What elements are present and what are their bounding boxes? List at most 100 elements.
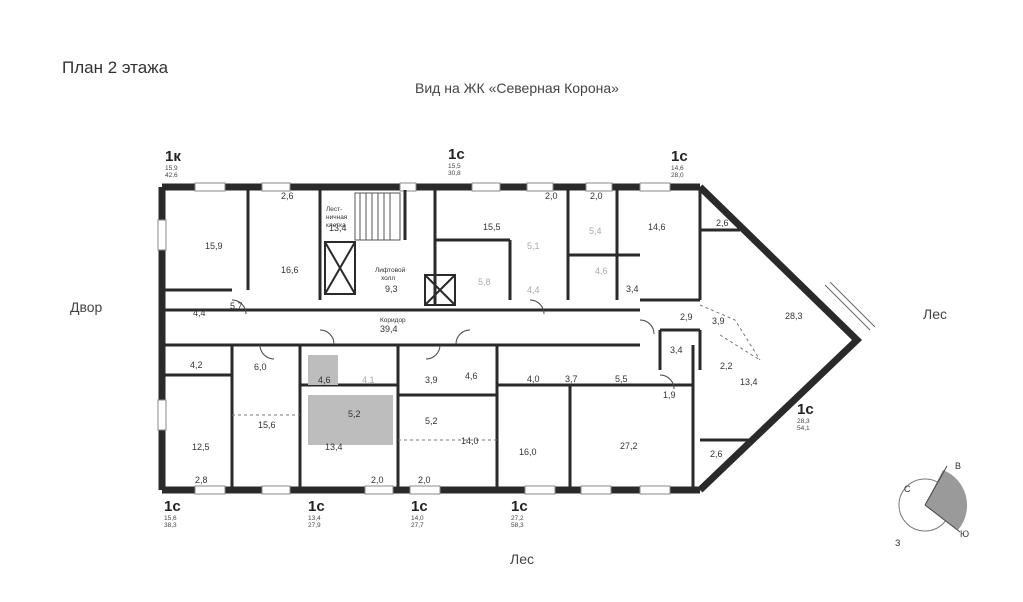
direction-label-left: Двор [70,299,103,315]
room-area: 2,8 [195,475,208,485]
room-area: 3,4 [670,345,683,355]
unit-type: 1с [797,401,814,418]
unit-label[interactable]: 1с 15,6 38,3 [164,499,181,529]
room-area: 2,9 [680,312,693,322]
unit-label[interactable]: 1с 13,4 27,9 [308,499,325,529]
unit-type: 1с [448,146,465,163]
unit-total-area: 28,0 [671,171,684,179]
unit-type: 1с [511,498,528,515]
room-area: 5,4 [589,226,602,236]
room-area: 13,4 [329,223,347,233]
room-area: 5,8 [478,277,491,287]
direction-label-bottom: Лес [510,551,534,567]
highlight-zone [308,395,393,445]
unit-total-area: 38,3 [164,521,177,529]
direction-label-right: Лес [923,306,947,322]
unit-living-area: 15,5 [448,163,461,170]
room-area: 2,2 [720,361,733,371]
room-area: 6,0 [254,362,267,372]
room-area: 39,4 [380,324,398,334]
room-area: 5,2 [348,409,361,419]
unit-label[interactable]: 1с 28,3 54,1 [797,402,814,432]
unit-living-area: 27,2 [511,515,524,522]
unit-type: 1с [411,498,428,515]
room-area: 2,0 [371,475,384,485]
unit-total-area: 42,6 [165,171,178,179]
room-area: 4,6 [595,266,608,276]
room-area: 3,4 [626,284,639,294]
unit-living-area: 15,6 [164,515,177,522]
room-area: 5,2 [425,416,438,426]
room-area: 14,6 [648,222,666,232]
room-area: 3,9 [425,375,438,385]
room-area: 28,3 [785,311,803,321]
room-area: 12,5 [192,442,210,452]
windows [157,182,671,495]
room-name: холл [381,275,395,282]
unit-type: 1с [164,498,181,515]
room-area: 3,9 [712,316,725,326]
room-area: 4,0 [527,374,540,384]
room-area: 9,3 [385,284,398,294]
unit-label[interactable]: 1с 15,5 30,8 [448,147,465,177]
room-name: Лифтовой [375,266,406,274]
compass-south: Ю [960,529,969,539]
unit-type: 1к [165,148,181,165]
doors [231,299,675,390]
unit-label[interactable]: 1с 14,0 27,7 [411,499,428,529]
unit-label[interactable]: 1с 14,6 28,0 [671,149,688,179]
room-area: 16,6 [281,265,299,275]
room-area: 2,6 [710,449,723,459]
unit-type: 1с [671,148,688,165]
room-area: 4,6 [465,371,478,381]
stairs [354,192,401,241]
room-area: 4,4 [527,285,540,295]
unit-living-area: 15,9 [165,165,178,172]
unit-total-area: 27,7 [411,521,424,529]
highlight-zone [308,355,338,385]
room-area: 16,0 [519,447,537,457]
room-area: 2,6 [716,218,729,228]
room-area: 4,1 [362,375,375,385]
room-area: 5,5 [615,374,628,384]
room-area: 13,4 [325,442,343,452]
page-title: План 2 этажа [62,58,169,77]
room-area: 4,2 [190,360,203,370]
unit-type: 1с [308,498,325,515]
unit-living-area: 14,0 [411,515,424,522]
compass-north: С [904,484,911,494]
room-name: ничная [326,214,348,221]
room-name: клетка [326,222,346,229]
view-label-top: Вид на ЖК «Северная Корона» [415,80,619,96]
unit-total-area: 27,9 [308,521,321,529]
room-area: 2,0 [590,191,603,201]
room-area: 15,9 [205,241,223,251]
room-area: 4,6 [318,375,331,385]
unit-living-area: 14,6 [671,165,684,172]
unit-living-area: 13,4 [308,515,321,522]
room-area: 2,0 [418,475,431,485]
unit-living-area: 28,3 [797,418,810,425]
room-area: 3,7 [565,374,578,384]
elevator-shaft [324,241,456,306]
unit-label[interactable]: 1к 15,9 42,6 [165,149,181,179]
room-name: Коридор [380,317,406,324]
room-area: 13,4 [740,377,758,387]
room-area: 5,1 [527,241,540,251]
room-area: 5,7 [230,301,243,311]
compass-west: З [895,538,900,548]
room-area: 2,6 [281,191,294,201]
building-outline [162,187,857,490]
unit-total-area: 58,3 [511,521,524,529]
room-area: 1,9 [663,390,676,400]
room-area: 14,0 [461,436,479,446]
room-area: 27,2 [620,441,638,451]
room-area: 15,6 [258,420,276,430]
compass [898,465,968,533]
compass-east: В [955,461,961,471]
unit-label[interactable]: 1с 27,2 58,3 [511,499,528,529]
unit-total-area: 54,1 [797,424,810,432]
room-area: 2,0 [545,191,558,201]
unit-total-area: 30,8 [448,169,461,177]
